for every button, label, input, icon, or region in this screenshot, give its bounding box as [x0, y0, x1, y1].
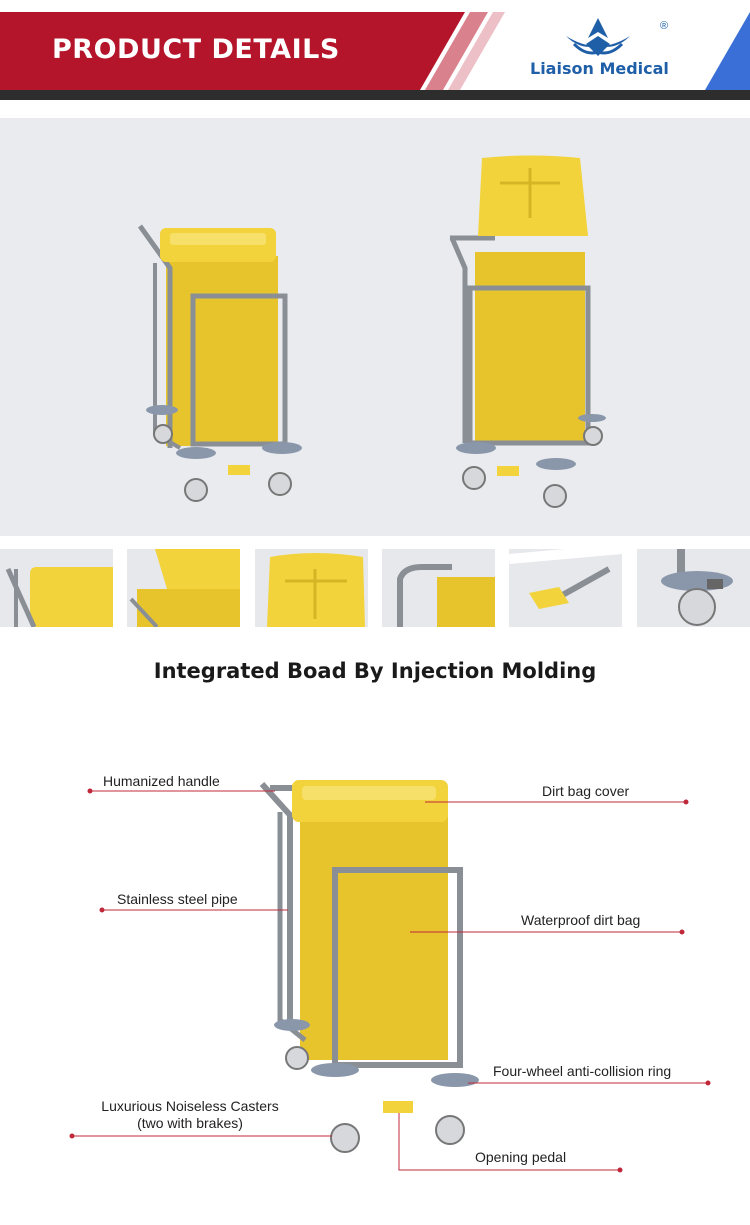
header-banner: PRODUCT DETAILS Liaison Medical ®	[0, 0, 750, 100]
callout-anti-collision-ring: Four-wheel anti-collision ring	[493, 1063, 672, 1079]
thumbnail-lid-top[interactable]	[255, 549, 368, 627]
thumbnail-pedal[interactable]	[509, 549, 622, 627]
banner-graphic	[0, 0, 750, 100]
callout-stainless-steel-pipe: Stainless steel pipe	[117, 891, 238, 907]
callout-casters-line1: Luxurious Noiseless Casters	[101, 1098, 279, 1114]
brand-logo-icon	[566, 18, 630, 56]
trolley-diagram-image	[259, 780, 479, 1153]
trolley-open-image	[449, 155, 606, 508]
callout-dirt-bag-cover: Dirt bag cover	[542, 783, 630, 799]
callout-opening-pedal: Opening pedal	[475, 1149, 567, 1165]
page-title: PRODUCT DETAILS	[52, 34, 340, 65]
section-heading: Integrated Boad By Injection Molding	[153, 659, 597, 683]
product-photo	[0, 118, 750, 536]
brand-name: Liaison Medical	[530, 59, 669, 78]
callout-leaders	[69, 788, 711, 1173]
thumbnail-strip	[0, 549, 750, 627]
registered-mark: ®	[660, 20, 669, 32]
trolley-closed-image	[137, 224, 302, 502]
thumbnail-handle[interactable]	[0, 549, 113, 627]
thumbnail-caster[interactable]	[637, 549, 750, 627]
annotated-diagram: Humanized handle Dirt bag cover Stainles…	[0, 740, 750, 1210]
callout-humanized-handle: Humanized handle	[103, 773, 220, 789]
thumbnail-frame[interactable]	[382, 549, 495, 627]
callout-waterproof-dirt-bag: Waterproof dirt bag	[521, 912, 641, 928]
callout-casters: Luxurious Noiseless Casters (two with br…	[90, 1098, 290, 1132]
callout-casters-line2: (two with brakes)	[137, 1115, 243, 1131]
thumbnail-lid-open[interactable]	[127, 549, 240, 627]
